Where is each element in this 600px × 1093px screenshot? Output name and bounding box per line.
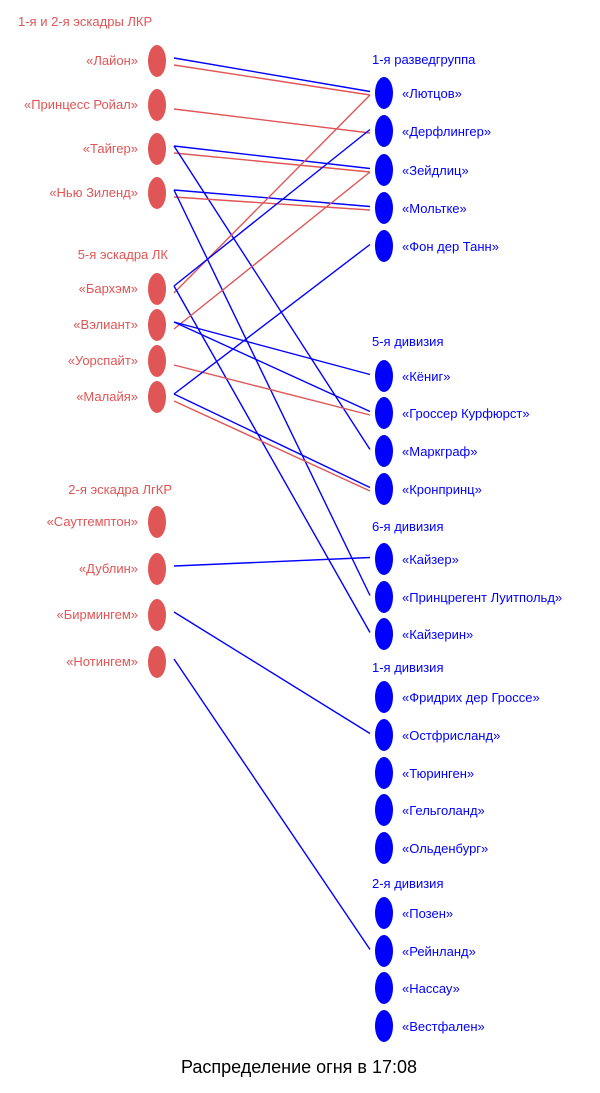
- german-group-label: 2-я дивизия: [372, 876, 444, 891]
- german-ship-label: «Гроссер Курфюрст»: [402, 406, 530, 421]
- german-ship-node: [375, 473, 393, 505]
- german-ship-node: [375, 794, 393, 826]
- german-ship-label: «Фон дер Танн»: [402, 239, 499, 254]
- british-ship-node: [148, 45, 166, 77]
- german-ship-node: [375, 115, 393, 147]
- german-ship-label: «Лютцов»: [402, 86, 462, 101]
- british-ship-label: «Принцесс Ройал»: [24, 97, 138, 112]
- fire-line: [173, 321, 371, 413]
- british-ship-node: [148, 345, 166, 377]
- british-ship-label: «Вэлиант»: [73, 317, 138, 332]
- german-ship-label: «Остфрисланд»: [402, 728, 500, 743]
- fire-lines: [173, 57, 371, 950]
- ship-nodes: 1-я и 2-я эскадры ЛКР «Лайон» «Принцесс Ро…: [18, 14, 562, 1042]
- fire-line: [173, 285, 371, 633]
- german-ship-label: «Мольтке»: [402, 201, 467, 216]
- german-ship-node: [375, 972, 393, 1004]
- german-ship-node: [375, 77, 393, 109]
- german-ship-label: «Фридрих дер Гроссе»: [402, 690, 540, 705]
- german-ship-label: «Зейдлиц»: [402, 163, 469, 178]
- fire-line: [173, 364, 371, 416]
- german-ship-label: «Дерфлингер»: [402, 124, 491, 139]
- fire-line: [173, 171, 371, 330]
- british-ship-node: [148, 133, 166, 165]
- fire-line: [173, 64, 371, 96]
- german-ship-label: «Позен»: [402, 906, 453, 921]
- german-ship-node: [375, 618, 393, 650]
- fire-line: [173, 611, 371, 735]
- german-ship-node: [375, 757, 393, 789]
- fire-line: [173, 152, 371, 173]
- german-ship-label: «Кёниг»: [402, 369, 450, 384]
- fire-line: [173, 400, 371, 492]
- german-ship-label: «Тюринген»: [402, 766, 474, 781]
- british-ship-node: [148, 309, 166, 341]
- fire-line: [173, 108, 371, 134]
- german-ship-node: [375, 897, 393, 929]
- german-ship-node: [375, 832, 393, 864]
- british-ship-label: «Нотингем»: [66, 654, 138, 669]
- german-group-label: 5-я дивизия: [372, 334, 444, 349]
- fire-line: [173, 243, 371, 395]
- german-ship-node: [375, 719, 393, 751]
- german-ship-label: «Вестфален»: [402, 1019, 485, 1034]
- british-group-label: 1-я и 2-я эскадры ЛКР: [18, 14, 152, 29]
- german-ship-node: [375, 435, 393, 467]
- german-group-label: 1-я разведгруппа: [372, 52, 476, 67]
- british-ship-node: [148, 273, 166, 305]
- german-ship-node: [375, 543, 393, 575]
- british-ship-node: [148, 506, 166, 538]
- fire-line: [173, 145, 371, 170]
- british-ship-node: [148, 177, 166, 209]
- british-ship-node: [148, 553, 166, 585]
- fire-line: [173, 189, 371, 208]
- german-ship-label: «Рейнланд»: [402, 944, 476, 959]
- fire-line: [173, 189, 371, 596]
- diagram-title: Распределение огня в 17:08: [181, 1057, 417, 1077]
- german-ship-label: «Кайзер»: [402, 552, 459, 567]
- german-group-label: 6-я дивизия: [372, 519, 444, 534]
- british-ship-node: [148, 89, 166, 121]
- british-ship-node: [148, 599, 166, 631]
- british-group-label: 5-я эскадра ЛК: [78, 247, 169, 262]
- british-group-label: 2-я эскадра ЛгКР: [68, 482, 172, 497]
- british-ship-label: «Тайгер»: [83, 141, 138, 156]
- british-ship-label: «Бархэм»: [79, 281, 138, 296]
- german-ship-node: [375, 397, 393, 429]
- german-ship-label: «Кронпринц»: [402, 482, 482, 497]
- fire-line: [173, 393, 371, 489]
- british-ship-label: «Нью Зиленд»: [49, 185, 138, 200]
- german-ship-label: «Ольденбург»: [402, 841, 488, 856]
- british-ship-label: «Малайя»: [76, 389, 138, 404]
- fire-line: [173, 57, 371, 93]
- german-ship-node: [375, 360, 393, 392]
- german-ship-node: [375, 192, 393, 224]
- german-ship-label: «Нассау»: [402, 981, 460, 996]
- german-ship-label: «Принцрегент Луитпольд»: [402, 590, 562, 605]
- fire-line: [173, 556, 371, 567]
- fire-line: [173, 145, 371, 450]
- german-group-label: 1-я дивизия: [372, 660, 444, 675]
- german-ship-label: «Гельголанд»: [402, 803, 485, 818]
- british-ship-node: [148, 646, 166, 678]
- german-ship-label: «Маркграф»: [402, 444, 477, 459]
- german-ship-node: [375, 1010, 393, 1042]
- british-ship-label: «Дублин»: [79, 561, 138, 576]
- german-ship-node: [375, 681, 393, 713]
- fire-line: [173, 196, 371, 211]
- fire-line: [173, 321, 371, 376]
- german-ship-node: [375, 935, 393, 967]
- german-ship-node: [375, 230, 393, 262]
- german-ship-node: [375, 581, 393, 613]
- british-ship-node: [148, 381, 166, 413]
- fire-line: [173, 128, 371, 287]
- fire-line: [173, 658, 371, 950]
- british-ship-label: «Саутгемптон»: [47, 514, 138, 529]
- british-ship-label: «Уорспайт»: [68, 353, 138, 368]
- british-ship-label: «Лайон»: [86, 53, 138, 68]
- british-ship-label: «Бирмингем»: [57, 607, 139, 622]
- german-ship-node: [375, 154, 393, 186]
- german-ship-label: «Кайзерин»: [402, 627, 473, 642]
